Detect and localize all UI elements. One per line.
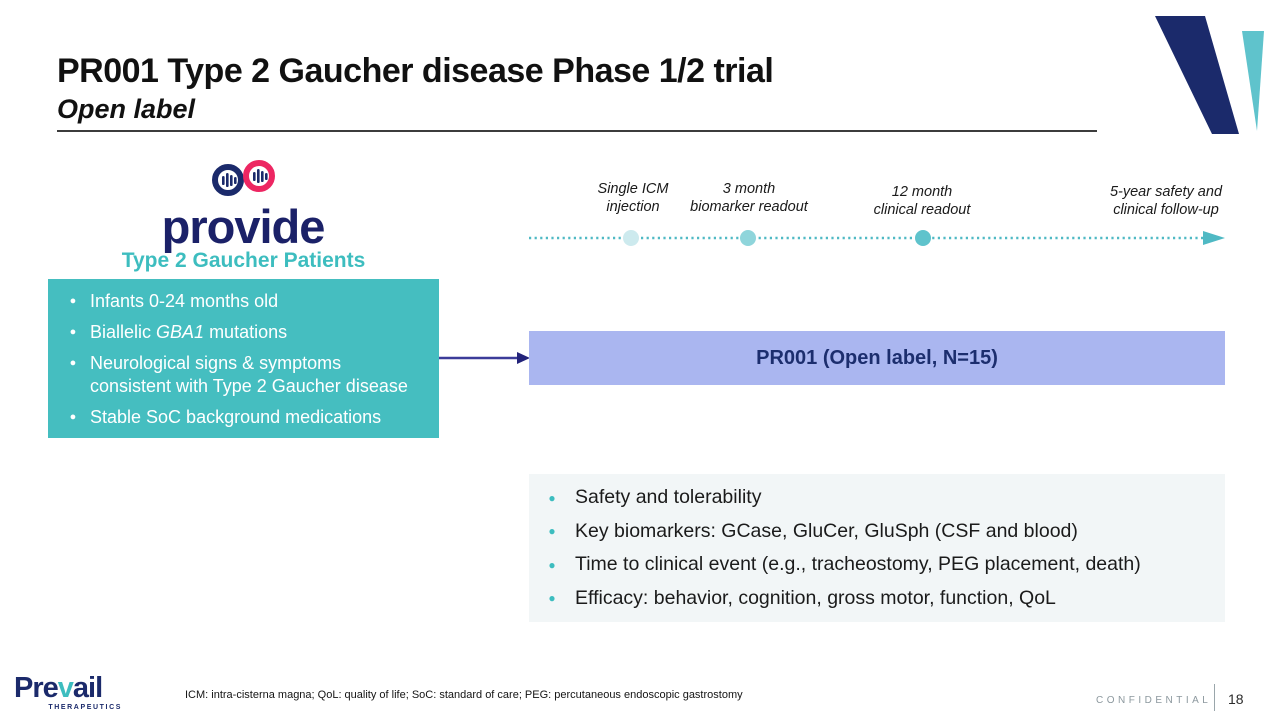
timeline-milestone-dot (623, 230, 639, 246)
title-divider (57, 130, 1097, 132)
page-number: 18 (1228, 691, 1244, 707)
list-item: ● Key biomarkers: GCase, GluCer, GluSph … (529, 520, 1225, 543)
milestone-line1: 12 month (891, 184, 953, 200)
timeline-milestone-dot (740, 230, 756, 246)
provide-logo: provide (118, 156, 368, 250)
prevail-therapeutics-label: THERAPEUTICS (48, 704, 122, 711)
endpoints-panel: ● Safety and tolerability ● Key biomarke… (529, 474, 1225, 622)
list-item: ● Stable SoC background medications (56, 406, 429, 429)
endpoint-text: Efficacy: behavior, cognition, gross mot… (575, 586, 1056, 609)
provide-wordmark: provide (161, 200, 326, 253)
eligibility-text: Biallelic GBA1 mutations (90, 321, 429, 344)
bullet-icon: ● (69, 411, 77, 423)
eligibility-list: ● Infants 0-24 months old ● Biallelic GB… (56, 290, 429, 429)
eligibility-criteria-box: ● Infants 0-24 months old ● Biallelic GB… (48, 279, 439, 438)
list-item: ● Biallelic GBA1 mutations (56, 321, 429, 344)
prevail-v-mark-icon (1152, 13, 1267, 143)
endpoint-text: Safety and tolerability (575, 486, 762, 509)
timeline-milestone-label: 5-year safety and clinical follow-up (1081, 183, 1251, 219)
milestone-line2: biomarker readout (690, 199, 808, 215)
bullet-icon: ● (548, 524, 556, 539)
prevail-wordmark: Prevail (14, 674, 122, 703)
eligibility-text-prefix: Biallelic (90, 322, 157, 342)
prevail-logo: Prevail THERAPEUTICS (14, 674, 122, 712)
list-item: ● Infants 0-24 months old (56, 290, 429, 313)
milestone-line2: clinical follow-up (1113, 202, 1219, 218)
bullet-icon: ● (548, 490, 556, 505)
timeline-arrow-icon (1203, 231, 1225, 245)
endpoint-text: Key biomarkers: GCase, GluCer, GluSph (C… (575, 519, 1078, 542)
dna-infinity-icon (201, 160, 285, 204)
endpoint-text: Time to clinical event (e.g., tracheosto… (575, 553, 1141, 576)
trial-arm-label: PR001 (Open label, N=15) (756, 346, 998, 369)
page-subtitle: Open label (57, 94, 196, 124)
trial-timeline: Single ICM injection 3 month biomarker r… (529, 180, 1229, 250)
bullet-icon: ● (69, 326, 77, 338)
prevail-wordmark-v: v (57, 672, 74, 704)
list-item: ● Neurological signs & symptoms consiste… (56, 352, 429, 398)
abbreviations-footnote: ICM: intra-cisterna magna; QoL: quality … (185, 689, 743, 701)
list-item: ● Efficacy: behavior, cognition, gross m… (529, 587, 1225, 610)
bullet-icon: ● (69, 357, 77, 369)
timeline-milestone-dot (915, 230, 931, 246)
trial-arm-bar: PR001 (Open label, N=15) (529, 331, 1225, 385)
bullet-icon: ● (548, 557, 556, 572)
prevail-wordmark-pre: Pre (14, 672, 59, 704)
prevail-wordmark-ail: ail (72, 672, 103, 704)
bullet-icon: ● (69, 295, 77, 307)
endpoints-list: ● Safety and tolerability ● Key biomarke… (529, 481, 1225, 615)
page-title: PR001 Type 2 Gaucher disease Phase 1/2 t… (57, 52, 774, 90)
gene-name: GBA1 (156, 322, 205, 342)
milestone-line1: 3 month (722, 181, 776, 197)
timeline-milestone-label: 3 month biomarker readout (664, 180, 834, 216)
footer-divider (1214, 684, 1215, 711)
milestone-line2: clinical readout (873, 202, 971, 218)
bullet-icon: ● (548, 591, 556, 606)
flow-arrow-icon (439, 347, 531, 374)
patients-heading: Type 2 Gaucher Patients (121, 249, 366, 272)
eligibility-text-suffix: mutations (204, 322, 288, 342)
milestone-line2: injection (606, 199, 660, 215)
milestone-line1: 5-year safety and (1109, 184, 1223, 200)
eligibility-text: Neurological signs & symptoms consistent… (90, 353, 408, 396)
list-item: ● Safety and tolerability (529, 486, 1225, 509)
eligibility-text: Stable SoC background medications (90, 407, 382, 427)
confidential-label: CONFIDENTIAL (1096, 695, 1212, 706)
timeline-milestone-label: Single ICM injection (548, 180, 718, 216)
list-item: ● Time to clinical event (e.g., tracheos… (529, 553, 1225, 576)
milestone-line1: Single ICM (597, 181, 669, 197)
timeline-milestone-label: 12 month clinical readout (837, 183, 1007, 219)
eligibility-text: Infants 0-24 months old (90, 291, 279, 311)
timeline-axis (529, 230, 1225, 246)
